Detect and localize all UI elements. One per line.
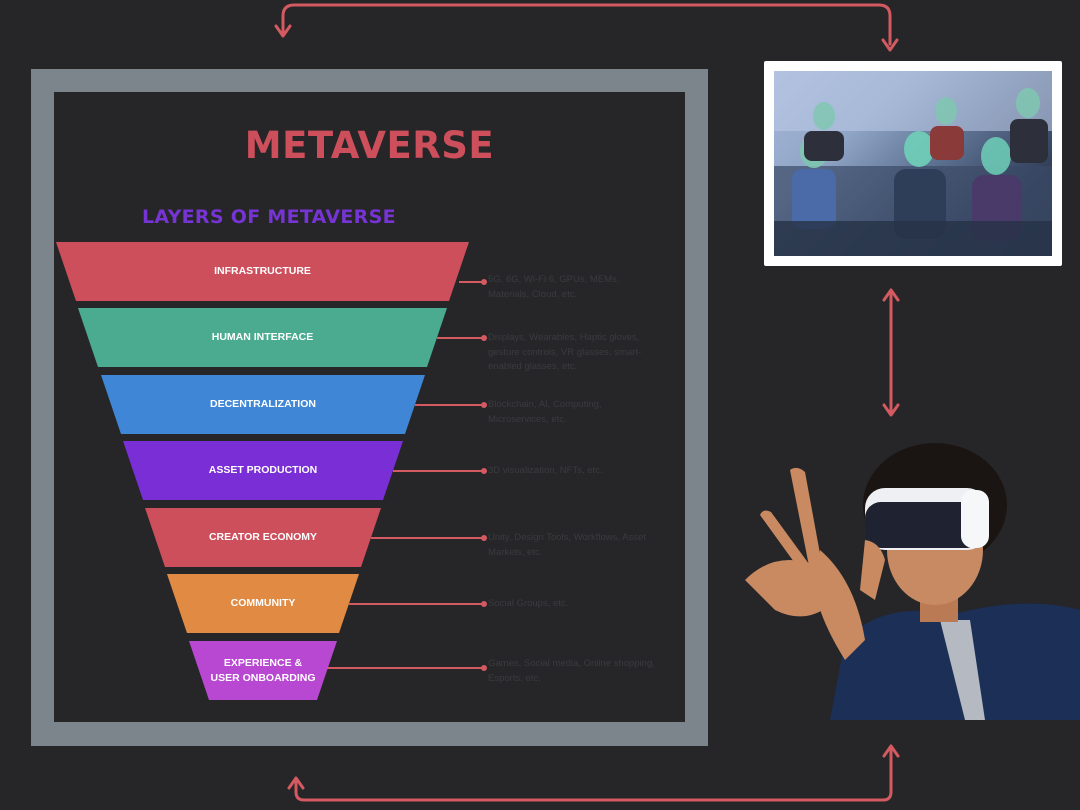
layer-asset-production: ASSET PRODUCTION xyxy=(123,441,403,500)
vr-headset-person-illustration xyxy=(745,443,1080,720)
diagram-subtitle: LAYERS OF METAVERSE xyxy=(142,206,396,228)
connector-dot xyxy=(481,468,487,474)
layer-label: ASSET PRODUCTION xyxy=(208,464,318,477)
layer-connector xyxy=(437,335,487,341)
layer-connector xyxy=(349,601,487,607)
layer-label: HUMAN INTERFACE xyxy=(211,331,314,344)
layer-connector xyxy=(459,279,487,285)
layer-description: 5G, 6G, Wi-Fi 6, GPUs, MEMs, Materials, … xyxy=(488,274,620,300)
connector-dot xyxy=(481,279,487,285)
layer-connector xyxy=(327,665,487,671)
layer-label: COMMUNITY xyxy=(230,597,296,610)
team-photo-illustration xyxy=(774,71,1052,256)
team-photo xyxy=(774,71,1052,256)
top-loop-arrow-icon xyxy=(274,3,899,52)
layer-label: INFRASTRUCTURE xyxy=(214,265,311,278)
layer-connector xyxy=(371,535,487,541)
layer-experience-onboarding: EXPERIENCE & USER ONBOARDING xyxy=(189,641,337,700)
connector-dot xyxy=(481,535,487,541)
layer-community: COMMUNITY xyxy=(167,574,359,633)
layer-description: Blockchain, AI, Computing, Microservices… xyxy=(488,399,602,425)
layer-description: 3D visualization, NFTs, etc. xyxy=(488,465,603,476)
vertical-double-arrow-icon xyxy=(882,288,900,417)
layer-description: Displays, Wearables, Haptic gloves, gest… xyxy=(488,332,642,373)
diagram-title: METAVERSE xyxy=(244,124,495,167)
layer-connector xyxy=(415,402,487,408)
connector-dot xyxy=(481,335,487,341)
connector-dot xyxy=(481,402,487,408)
layer-infrastructure: INFRASTRUCTURE xyxy=(56,242,469,301)
layer-human-interface: HUMAN INTERFACE xyxy=(78,308,447,367)
layer-description: Games, Social media, Online shopping, Es… xyxy=(488,658,655,684)
layer-label: EXPERIENCE & USER ONBOARDING xyxy=(210,657,316,684)
layer-description: Social Groups, etc. xyxy=(488,598,569,609)
connector-dot xyxy=(481,665,487,671)
layer-label: CREATOR ECONOMY xyxy=(208,531,318,544)
layer-creator-economy: CREATOR ECONOMY xyxy=(145,508,381,567)
layer-description: Unity, Design Tools, Workflows, Asset Ma… xyxy=(488,532,646,558)
connector-dot xyxy=(481,601,487,607)
layer-connector xyxy=(393,468,487,474)
bottom-loop-arrow-icon xyxy=(287,744,900,802)
layer-label: DECENTRALIZATION xyxy=(210,398,316,411)
layer-decentralization: DECENTRALIZATION xyxy=(101,375,425,434)
